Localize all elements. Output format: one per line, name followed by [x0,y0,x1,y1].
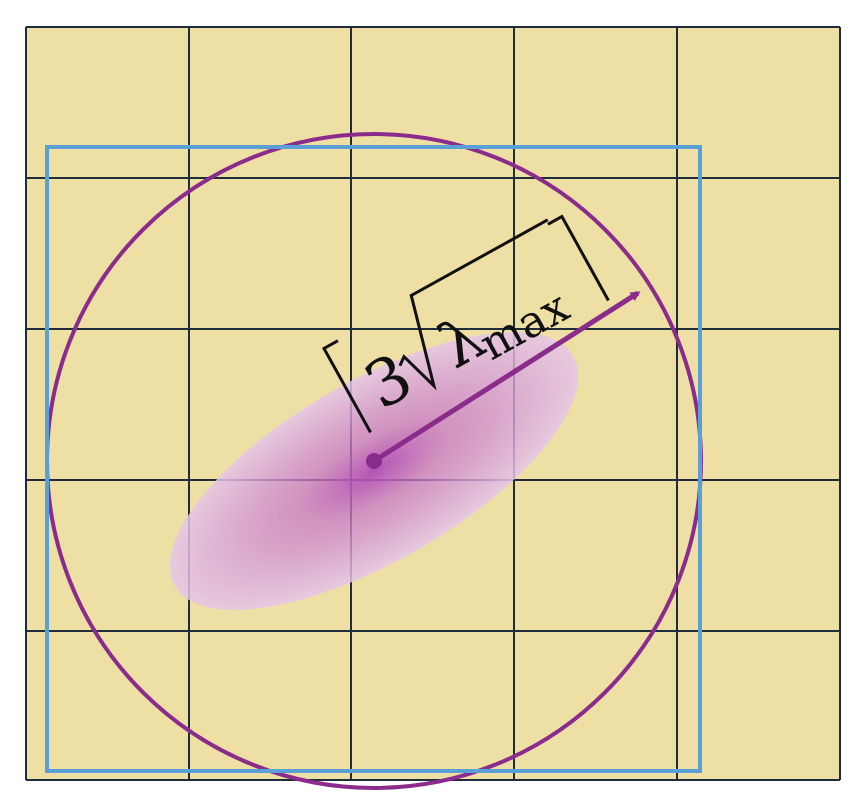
radius-arrow [372,290,641,464]
gaussian-ellipse [169,332,579,610]
center-point [366,453,382,469]
bounding-square [45,145,702,773]
left-ceiling-bracket [321,339,372,434]
radical-sign [398,218,549,391]
right-ceiling-bracket [547,214,610,302]
